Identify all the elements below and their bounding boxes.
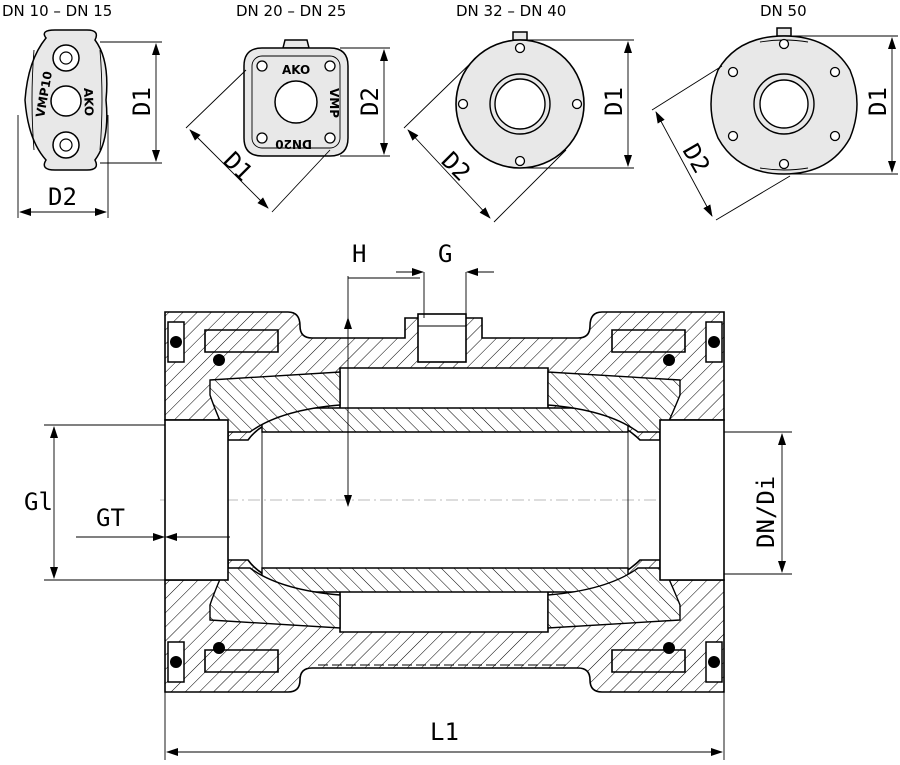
inner-tube-top: [261, 407, 629, 433]
dim-label-gt: GT: [96, 504, 125, 532]
dim-label-l1: L1: [430, 718, 459, 746]
view-dn32-40: DN 32 – DN 40 D1 D2: [403, 2, 634, 223]
bore-circle: [50, 85, 82, 117]
dim-label-dn: DN/Di: [752, 476, 780, 548]
bolt-icon: [324, 60, 336, 72]
bolt-icon: [611, 649, 686, 673]
bolt-icon: [829, 66, 841, 78]
bolt-icon: [204, 329, 279, 353]
marking-text: AKO: [81, 88, 96, 117]
dim-label-d1: D1: [600, 87, 628, 116]
bolt-icon: [514, 42, 526, 54]
bolt-icon: [256, 132, 268, 144]
bolt-icon: [727, 130, 739, 142]
view-dn20-25: DN 20 – DN 25 AKO VMP DN20 D2 D1: [185, 2, 390, 213]
view-caption: DN 50: [760, 2, 807, 20]
bolt-icon: [324, 132, 336, 144]
view-dn50: DN 50 D1 D2: [651, 2, 898, 221]
dim-label-d2: D2: [677, 139, 716, 178]
section-view: H G Gl GT DN/Di L1: [24, 240, 792, 760]
dim-label-d2: D2: [356, 87, 384, 116]
marking-text: DN20: [275, 137, 312, 151]
bolt-icon: [829, 130, 841, 142]
dim-label-d2: D2: [48, 183, 77, 211]
bolt-icon: [256, 60, 268, 72]
o-ring-icon: [663, 642, 675, 654]
bolt-icon: [571, 98, 583, 110]
gauge-port: [417, 313, 467, 363]
bolt-icon: [727, 66, 739, 78]
bolt-icon: [778, 38, 790, 50]
bore-circle: [759, 79, 809, 129]
bore-circle: [274, 80, 318, 124]
dim-label-gl: Gl: [24, 488, 53, 516]
dim-label-d2: D2: [436, 146, 476, 186]
o-ring-icon: [663, 354, 675, 366]
view-caption: DN 32 – DN 40: [456, 2, 566, 20]
bolt-icon: [514, 155, 526, 167]
dim-label-h: H: [352, 240, 366, 268]
inner-tube-bottom: [261, 567, 629, 593]
marking-text: VMP: [327, 88, 341, 118]
view-caption: DN 20 – DN 25: [236, 2, 346, 20]
o-ring-icon: [213, 354, 225, 366]
bore-circle: [494, 78, 546, 130]
o-ring-icon: [213, 642, 225, 654]
bolt-icon: [204, 649, 279, 673]
bolt-icon: [778, 158, 790, 170]
view-dn10-15: DN 10 – DN 15 VMP10 AKO D1 D2: [2, 2, 162, 218]
bolt-icon: [611, 329, 686, 353]
view-caption: DN 10 – DN 15: [2, 2, 112, 20]
dim-label-d1: D1: [128, 87, 156, 116]
bolt-icon: [457, 98, 469, 110]
dim-label-g: G: [438, 240, 452, 268]
marking-text: AKO: [282, 63, 310, 77]
dim-label-d1: D1: [864, 87, 892, 116]
